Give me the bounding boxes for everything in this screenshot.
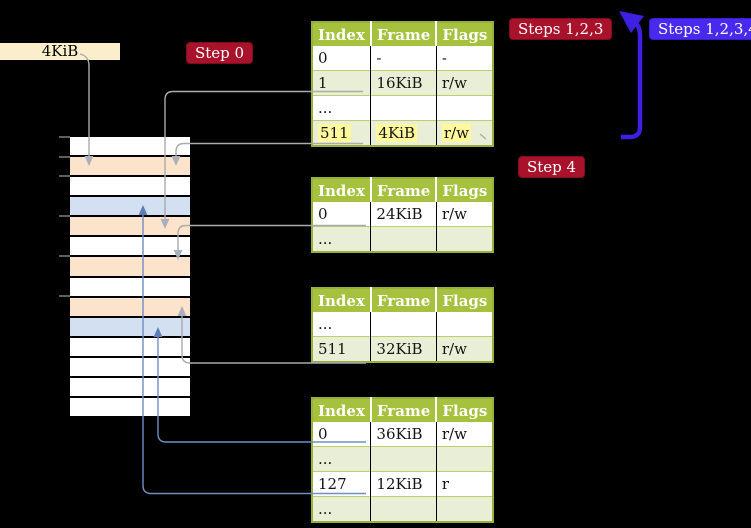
table-cell: r/w: [435, 336, 494, 362]
table-row-highlighted: 511 4KiB r/w: [312, 120, 494, 146]
table-cell: 0: [312, 202, 371, 227]
col-header-index: Index: [312, 22, 371, 46]
page-table-1: Index Frame Flags 0 - - 1 16KiB r/w ...: [311, 21, 495, 147]
table-cell: [435, 496, 494, 522]
table-cell: -: [435, 46, 494, 71]
page-table-2: Index Frame Flags 0 24KiB r/w ...: [311, 177, 495, 253]
col-header-flags: Flags: [435, 398, 494, 422]
col-header-index: Index: [312, 288, 371, 312]
table-cell: r/w: [435, 120, 494, 146]
memory-row: [70, 337, 190, 358]
memory-row: [70, 257, 190, 278]
table-row: 1 16KiB r/w: [312, 70, 494, 96]
table-cell: ...: [312, 446, 371, 472]
table-cell: 0: [312, 422, 371, 447]
memory-address-ticks: [59, 136, 70, 297]
memory-row: [70, 197, 190, 218]
memory-row: [70, 377, 190, 399]
table-cell: [370, 446, 437, 472]
table-cell: 4KiB: [370, 120, 437, 146]
table-cell: ...: [312, 95, 371, 121]
memory-row: [70, 217, 190, 238]
physical-memory-column: [70, 137, 190, 417]
table-row: ...: [312, 226, 494, 252]
table-cell: 12KiB: [370, 471, 437, 497]
highlight-text: r/w: [441, 124, 471, 142]
table-cell: 127: [312, 471, 371, 497]
page-table-3: Index Frame Flags ... 511 32KiB r/w: [311, 287, 495, 363]
col-header-flags: Flags: [435, 22, 494, 46]
memory-row: [70, 297, 190, 318]
memory-row: [70, 157, 190, 178]
table-cell: [435, 226, 494, 252]
col-header-flags: Flags: [435, 288, 494, 312]
col-header-frame: Frame: [369, 398, 437, 422]
table-cell: [370, 226, 437, 252]
table-cell: 511: [312, 120, 371, 146]
table-cell: 24KiB: [370, 202, 437, 227]
col-header-flags: Flags: [435, 178, 494, 202]
table-cell: r/w: [435, 202, 494, 227]
col-header-frame: Frame: [369, 178, 437, 202]
col-header-index: Index: [312, 178, 371, 202]
table-row: ...: [312, 312, 494, 337]
table-cell: 0: [312, 46, 371, 71]
table-header-row: Index Frame Flags: [312, 22, 494, 46]
table-cell: -: [370, 46, 437, 71]
table-row: ...: [312, 446, 494, 472]
table-cell: 36KiB: [370, 422, 437, 447]
table-cell: r: [435, 471, 494, 497]
col-header-frame: Frame: [369, 22, 437, 46]
table-row: 0 36KiB r/w: [312, 422, 494, 447]
memory-row: [70, 177, 190, 198]
highlight-text: 511: [318, 124, 351, 142]
memory-row: [70, 398, 190, 417]
col-header-frame: Frame: [369, 288, 437, 312]
table-cell: 511: [312, 336, 371, 362]
table-row: ...: [312, 95, 494, 121]
badge-steps-1-2-3: Steps 1,2,3: [509, 18, 613, 40]
table-row: 511 32KiB r/w: [312, 336, 494, 362]
table-cell: ...: [312, 312, 371, 337]
table-cell: [435, 312, 494, 337]
memory-row: [70, 137, 190, 158]
table-cell: r/w: [435, 422, 494, 447]
table-cell: [370, 312, 437, 337]
table-row: 127 12KiB r: [312, 471, 494, 497]
table-header-row: Index Frame Flags: [312, 178, 494, 202]
badge-step-4: Step 4: [518, 156, 586, 178]
badge-steps-1-2-3-4: Steps 1,2,3,4: [649, 18, 751, 40]
badge-step-0: Step 0: [186, 42, 254, 64]
memory-row: [70, 317, 190, 338]
memory-row: [70, 237, 190, 258]
memory-row: [70, 357, 190, 378]
memory-row: [70, 277, 190, 298]
table-row: 0 24KiB r/w: [312, 202, 494, 227]
table-cell: [435, 95, 494, 121]
table-header-row: Index Frame Flags: [312, 288, 494, 312]
table-cell: [370, 496, 437, 522]
table-cell: [370, 95, 437, 121]
table-cell: ...: [312, 496, 371, 522]
table-cell: 16KiB: [370, 70, 437, 96]
table-row: ...: [312, 496, 494, 522]
page-table-4: Index Frame Flags 0 36KiB r/w ... 127 12…: [311, 397, 495, 523]
table-cell: 32KiB: [370, 336, 437, 362]
table-cell: 1: [312, 70, 371, 96]
table-row: 0 - -: [312, 46, 494, 71]
table-header-row: Index Frame Flags: [312, 398, 494, 422]
table-cell: r/w: [435, 70, 494, 96]
table-cell: ...: [312, 226, 371, 252]
steps-loop-arrow: [619, 11, 644, 140]
col-header-index: Index: [312, 398, 371, 422]
frame-size-label: 4KiB: [0, 43, 120, 60]
highlight-text: 4KiB: [376, 124, 417, 142]
table-cell: [435, 446, 494, 472]
